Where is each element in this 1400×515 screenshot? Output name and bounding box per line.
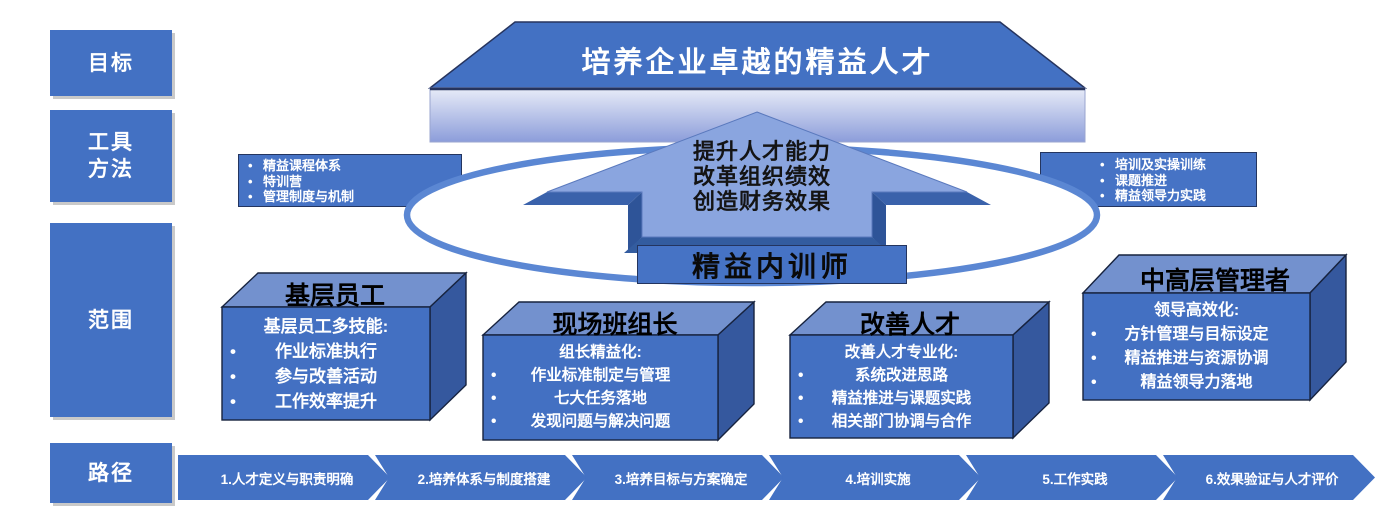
path-step-2: 2.培养体系与制度搭建 (375, 455, 587, 500)
methods-right-item: 课题推进 (1096, 173, 1206, 189)
cube-1-subtitle: 基层员工多技能: (263, 317, 389, 336)
goal-banner-face (429, 87, 1086, 143)
methods-left-item: 管理制度与机制 (244, 189, 354, 205)
cube-1-body: 基层员工多技能: 作业标准执行 参与改善活动 工作效率提升 (222, 314, 430, 414)
cube-3-item: 相关部门协调与合作 (790, 410, 1013, 433)
methods-right-item: 精益领导力实践 (1096, 188, 1206, 204)
trainer-badge-label: 精益内训师 (691, 250, 852, 282)
path-step-3: 3.培养目标与方案确定 (572, 455, 784, 500)
cube-4-body: 领导高效化: 方针管理与目标设定 精益推进与资源协调 精益领导力落地 (1083, 299, 1310, 395)
rail-goal-label: 目标 (88, 51, 134, 75)
cube-2-title: 现场班组长 (552, 311, 678, 339)
cube-3-item: 系统改进思路 (790, 364, 1013, 387)
methods-right-list: 培训及实操训练 课题推进 精益领导力实践 (1096, 157, 1206, 204)
path-step-5: 5.工作实践 (966, 455, 1178, 500)
rail-tools-label-line1: 工具 (88, 131, 134, 154)
rail-path-label: 路径 (88, 461, 134, 485)
rail-box-goal: 目标 (50, 30, 172, 96)
cube-1-title: 基层员工 (284, 282, 385, 310)
cube-3-item: 精益推进与课题实践 (790, 387, 1013, 410)
cube-4-title: 中高层管理者 (1139, 267, 1290, 295)
path-step-6: 6.效果验证与人才评价 (1163, 455, 1375, 500)
rail-scope-label: 范围 (88, 308, 134, 332)
cube-4-item: 精益推进与资源协调 (1083, 347, 1310, 371)
arrow-line-3: 创造财务效果 (692, 189, 831, 214)
cube-1-side (429, 271, 467, 422)
rail-tools-label-line2: 方法 (88, 158, 134, 181)
path-step-4: 4.培训实施 (769, 455, 981, 500)
methods-left-list: 精益课程体系 特训营 管理制度与机制 (244, 158, 354, 205)
cube-3-subtitle: 改善人才专业化: (844, 344, 959, 361)
cube-2-item: 发现问题与解决问题 (483, 410, 718, 433)
goal-banner-title: 培养企业卓越的精益人才 (581, 47, 934, 79)
methods-left-item: 精益课程体系 (244, 158, 354, 174)
cube-1-item: 工作效率提升 (222, 389, 430, 414)
rail-box-scope: 范围 (50, 223, 172, 417)
arrow-line-2: 改革组织绩效 (692, 164, 831, 189)
cube-1-item: 参与改善活动 (222, 364, 430, 389)
rail-box-path: 路径 (50, 443, 172, 503)
path-step-1: 1.人才定义与职责明确 (178, 455, 390, 500)
arrow-line-1: 提升人才能力 (692, 139, 831, 164)
cube-3-title: 改善人才 (859, 311, 960, 339)
methods-right-item: 培训及实操训练 (1096, 157, 1206, 173)
cube-1-item: 作业标准执行 (222, 339, 430, 364)
cube-2-item: 七大任务落地 (483, 387, 718, 410)
cube-4-item: 方针管理与目标设定 (1083, 323, 1310, 347)
rail-box-tools: 工具 方法 (50, 110, 172, 202)
center-arrow-text: 提升人才能力 改革组织绩效 创造财务效果 (617, 139, 907, 214)
cube-2-subtitle: 组长精益化: (559, 344, 642, 361)
cube-2-item: 作业标准制定与管理 (483, 364, 718, 387)
trainer-badge: 精益内训师 (637, 245, 907, 284)
cube-4-item: 精益领导力落地 (1083, 371, 1310, 395)
cube-2-body: 组长精益化: 作业标准制定与管理 七大任务落地 发现问题与解决问题 (483, 341, 718, 433)
methods-left-item: 特训营 (244, 174, 354, 190)
cube-3-body: 改善人才专业化: 系统改进思路 精益推进与课题实践 相关部门协调与合作 (790, 341, 1013, 433)
cube-4-subtitle: 领导高效化: (1153, 302, 1240, 319)
